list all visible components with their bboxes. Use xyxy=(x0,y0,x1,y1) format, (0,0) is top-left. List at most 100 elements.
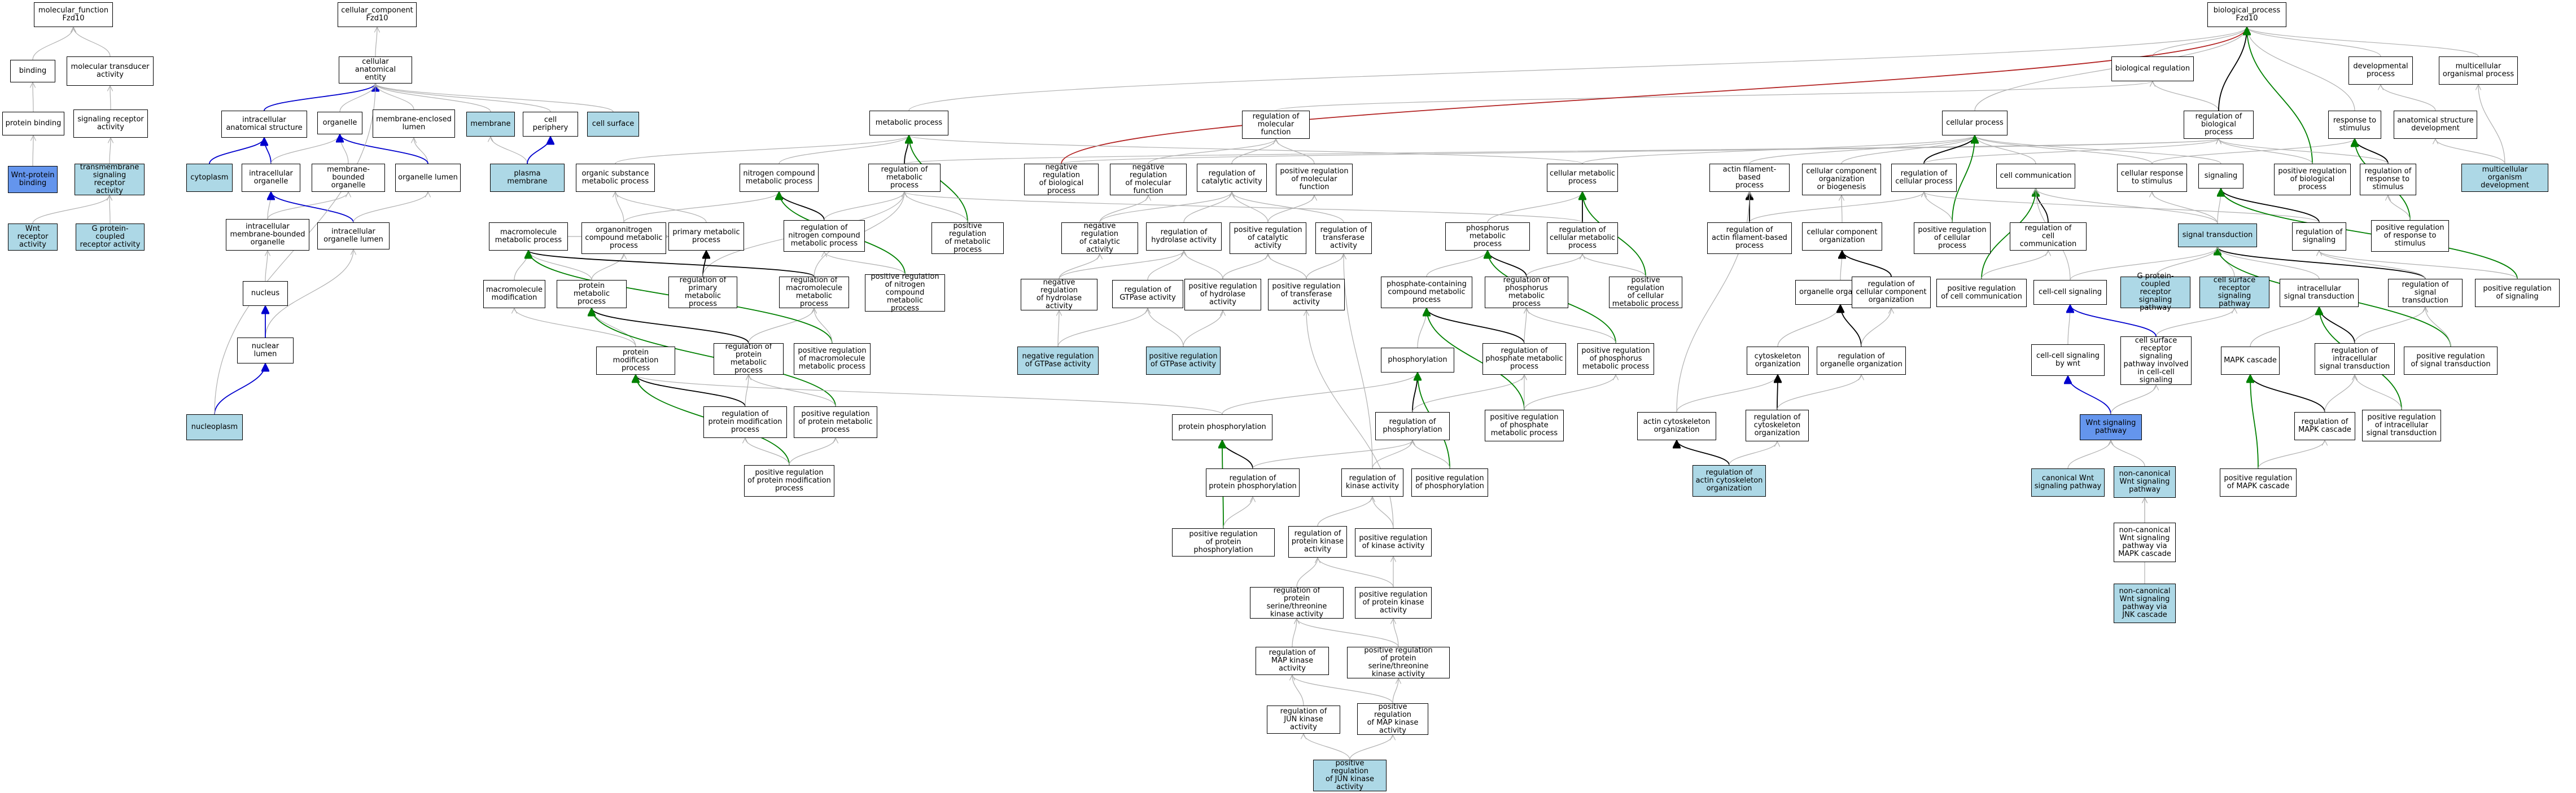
node-regbp[interactable]: regulation of biological process xyxy=(2184,111,2254,139)
node-pospstk[interactable]: positive regulation of protein serine/th… xyxy=(1347,647,1450,678)
node-imbo[interactable]: intracellular membrane-bounded organelle xyxy=(226,219,309,251)
node-ccsig[interactable]: cell-cell signaling xyxy=(2033,280,2107,305)
node-posbp[interactable]: positive regulation of biological proces… xyxy=(2274,164,2351,195)
node-multiproc[interactable]: multicellular organismal process xyxy=(2439,56,2518,85)
node-sigtrans[interactable]: signal transduction xyxy=(2178,224,2257,247)
node-ncmp[interactable]: nitrogen compound metabolic process xyxy=(740,164,819,192)
node-asd[interactable]: anatomical structure development xyxy=(2394,111,2477,139)
node-posmf[interactable]: positive regulation of molecular functio… xyxy=(1276,164,1353,195)
node-regtrans[interactable]: regulation of transferase activity xyxy=(1315,222,1372,254)
node-regmmp[interactable]: regulation of macromolecule metabolic pr… xyxy=(779,277,849,308)
node-csrspcc[interactable]: cell surface receptor signaling pathway … xyxy=(2120,336,2192,385)
node-protmp[interactable]: protein metabolic process xyxy=(557,280,627,308)
node-negmf[interactable]: negative regulation of molecular functio… xyxy=(1110,164,1187,195)
node-posst[interactable]: positive regulation of signal transducti… xyxy=(2404,347,2498,375)
node-possig[interactable]: positive regulation of signaling xyxy=(2475,279,2560,307)
node-ias[interactable]: intracellular anatomical structure xyxy=(221,111,307,138)
node-ccorg[interactable]: cellular component organization xyxy=(1802,222,1882,251)
node-regmp[interactable]: regulation of metabolic process xyxy=(868,164,941,192)
node-posgtp[interactable]: positive regulation of GTPase activity xyxy=(1146,347,1221,375)
node-gpcrsig[interactable]: G protein-coupled receptor signaling pat… xyxy=(2120,273,2190,312)
node-negbp[interactable]: negative regulation of biological proces… xyxy=(1024,164,1099,195)
node-regpstk[interactable]: regulation of protein serine/threonine k… xyxy=(1250,587,1344,619)
node-nucleus[interactable]: nucleus xyxy=(243,281,288,306)
node-regprotmod[interactable]: regulation of protein modification proce… xyxy=(703,406,787,438)
node-regkin[interactable]: regulation of kinase activity xyxy=(1341,468,1403,497)
node-regactcyt[interactable]: regulation of actin cytoskeleton organiz… xyxy=(1692,465,1766,497)
node-regst[interactable]: regulation of signal transduction xyxy=(2388,279,2463,307)
node-regist[interactable]: regulation of intracellular signal trans… xyxy=(2315,343,2395,375)
node-protphos[interactable]: protein phosphorylation xyxy=(1172,414,1272,440)
node-crs[interactable]: cellular response to stimulus xyxy=(2117,164,2187,192)
node-metproc[interactable]: metabolic process xyxy=(869,111,948,135)
node-noncanwnt[interactable]: non-canonical Wnt signaling pathway xyxy=(2114,466,2176,498)
node-regprotmp[interactable]: regulation of protein metabolic process xyxy=(714,343,784,375)
node-poscmp[interactable]: positive regulation of cellular metaboli… xyxy=(1609,277,1682,308)
node-postrans[interactable]: positive regulation of transferase activ… xyxy=(1268,279,1345,310)
node-osmp[interactable]: organic substance metabolic process xyxy=(576,164,655,192)
node-neghyd[interactable]: negative regulation of hydrolase activit… xyxy=(1021,279,1097,310)
node-noncanjnk[interactable]: non-canonical Wnt signaling pathway via … xyxy=(2114,584,2176,623)
node-reggtp[interactable]: regulation of GTPase activity xyxy=(1112,280,1183,308)
node-mapk[interactable]: MAPK cascade xyxy=(2221,347,2280,375)
node-cmp[interactable]: cellular metabolic process xyxy=(1547,164,1618,192)
node-poscp[interactable]: positive regulation of cellular process xyxy=(1914,222,1991,254)
node-mf[interactable]: molecular_function Fzd10 xyxy=(34,2,113,27)
node-regsig[interactable]: regulation of signaling xyxy=(2292,222,2346,251)
node-tmsra[interactable]: transmembrane signaling receptor activit… xyxy=(75,164,145,195)
node-posprotmp[interactable]: positive regulation of protein metabolic… xyxy=(794,406,877,438)
node-nucleoplasm[interactable]: nucleoplasm xyxy=(186,414,243,440)
node-posmp[interactable]: positive regulation of metabolic process xyxy=(931,222,1004,254)
node-regcmp[interactable]: regulation of cellular metabolic process xyxy=(1547,222,1618,254)
node-regmf[interactable]: regulation of molecular function xyxy=(1242,111,1310,139)
node-poscc[interactable]: positive regulation of cell communicatio… xyxy=(1936,279,2027,307)
node-protmod[interactable]: protein modification process xyxy=(596,347,675,375)
node-mod[interactable]: multicellular organism development xyxy=(2461,164,2548,192)
node-iorg[interactable]: intracellular organelle xyxy=(242,164,300,192)
node-wntrec[interactable]: Wnt receptor activity xyxy=(8,224,58,251)
node-posresp[interactable]: positive regulation of response to stimu… xyxy=(2371,220,2449,252)
node-ccob[interactable]: cellular component organization or bioge… xyxy=(1802,164,1881,195)
node-cellsurf[interactable]: cell surface xyxy=(587,112,639,137)
node-posmapkact[interactable]: positive regulation of MAP kinase activi… xyxy=(1357,703,1428,735)
node-regcat[interactable]: regulation of catalytic activity xyxy=(1197,164,1267,192)
node-ist[interactable]: intracellular signal transduction xyxy=(2280,279,2359,307)
node-pospka[interactable]: positive regulation of protein kinase ac… xyxy=(1355,587,1432,619)
node-regcc[interactable]: regulation of cell communication xyxy=(2010,222,2087,251)
node-onmp[interactable]: organonitrogen compound metabolic proces… xyxy=(581,222,666,254)
node-cellproc[interactable]: cellular process xyxy=(1942,111,2008,135)
node-binding[interactable]: binding xyxy=(10,60,55,82)
node-noncanmapk[interactable]: non-canonical Wnt signaling pathway via … xyxy=(2114,523,2176,562)
node-regjnk[interactable]: regulation of JUN kinase activity xyxy=(1267,706,1340,734)
node-posphos[interactable]: positive regulation of phosphorylation xyxy=(1411,468,1488,497)
node-macmod[interactable]: macromolecule modification xyxy=(483,280,545,308)
node-cae[interactable]: cellular anatomical entity xyxy=(339,56,412,84)
node-regpmp[interactable]: regulation of primary metabolic process xyxy=(668,277,737,308)
node-csrsp[interactable]: cell surface receptor signaling pathway xyxy=(2199,277,2269,308)
node-reghyd[interactable]: regulation of hydrolase activity xyxy=(1146,222,1222,251)
node-posist[interactable]: positive regulation of intracellular sig… xyxy=(2362,410,2441,441)
node-nuclumen[interactable]: nuclear lumen xyxy=(237,338,294,363)
node-posncmp[interactable]: positive regulation of nitrogen compound… xyxy=(865,273,945,313)
node-posphosmp[interactable]: positive regulation of phosphorus metabo… xyxy=(1577,343,1654,375)
node-biolreg[interactable]: biological regulation xyxy=(2111,56,2194,81)
node-regafbp[interactable]: regulation of actin filament-based proce… xyxy=(1707,222,1792,254)
node-organelle[interactable]: organelle xyxy=(317,112,362,134)
node-posjnk[interactable]: positive regulation of JUN kinase activi… xyxy=(1313,760,1387,791)
node-membrane[interactable]: membrane xyxy=(466,112,515,137)
node-phosmp[interactable]: phosphorus metabolic process xyxy=(1445,222,1530,251)
node-regncmp[interactable]: regulation of nitrogen compound metaboli… xyxy=(784,220,865,252)
node-phosph[interactable]: phosphorylation xyxy=(1381,348,1454,373)
node-gpcr[interactable]: G protein-coupled receptor activity xyxy=(76,224,145,251)
node-negcat[interactable]: negative regulation of catalytic activit… xyxy=(1061,222,1138,254)
node-cellper[interactable]: cell periphery xyxy=(523,112,578,137)
node-iol[interactable]: intracellular organelle lumen xyxy=(317,222,390,249)
node-posprotmod[interactable]: positive regulation of protein modificat… xyxy=(744,465,834,497)
node-regpka[interactable]: regulation of protein kinase activity xyxy=(1288,526,1347,558)
node-poshyd[interactable]: positive regulation of hydrolase activit… xyxy=(1184,279,1261,310)
node-posphospmp[interactable]: positive regulation of phosphate metabol… xyxy=(1485,410,1564,441)
node-cc[interactable]: cellular_component Fzd10 xyxy=(338,2,417,27)
node-wntbind[interactable]: Wnt-protein binding xyxy=(8,166,58,193)
node-mbo[interactable]: membrane-bounded organelle xyxy=(312,164,385,192)
node-cytorg[interactable]: cytoskeleton organization xyxy=(1747,347,1809,375)
